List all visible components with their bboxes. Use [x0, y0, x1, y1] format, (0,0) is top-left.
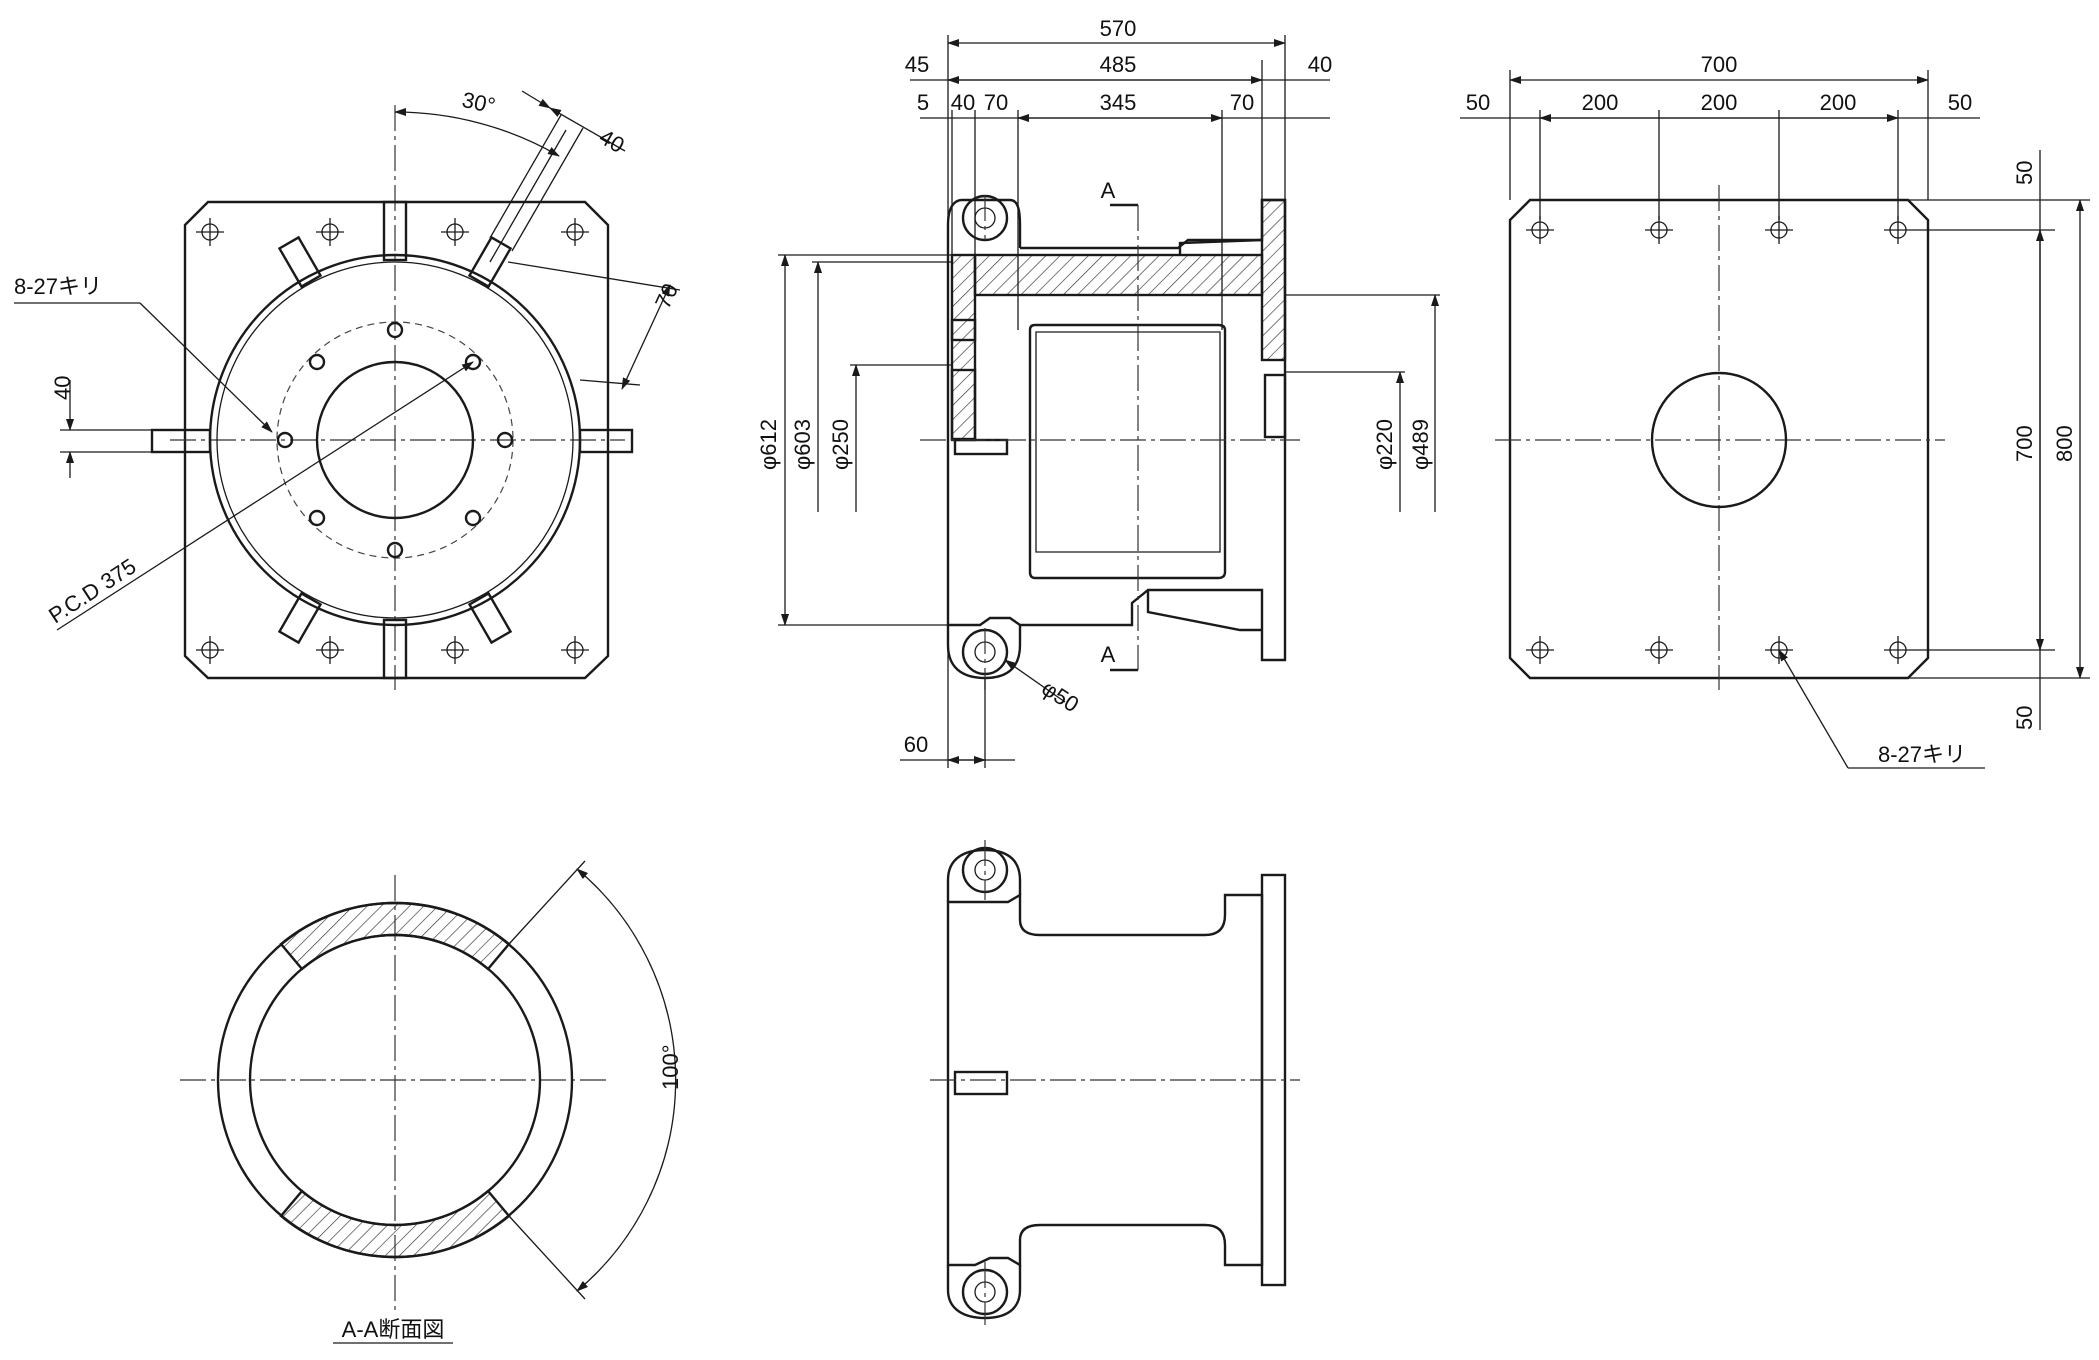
section-caption: A-A断面図 — [342, 1317, 445, 1342]
flange-edge-left: 50 — [1466, 90, 1490, 115]
flange-pitch-1: 200 — [1582, 90, 1619, 115]
flange-holes — [1526, 216, 1912, 664]
side-dia-bore: φ250 — [828, 419, 853, 470]
flange-pitch-2: 200 — [1701, 90, 1738, 115]
side-section-view: A A 570 45 485 40 5 40 70 345 70 φ612 — [756, 16, 1440, 768]
flange-view: 700 50 200 200 200 50 50 700 800 50 8-27… — [1460, 52, 2090, 769]
section-mark-bottom: A — [1101, 642, 1116, 667]
end-view: 8-27キリ 30° 40 70 40 P.C.D 375 — [14, 87, 683, 690]
side-body-length: 485 — [1100, 52, 1137, 77]
end-view-lug-offset: 70 — [650, 280, 683, 313]
side-eye-dia: φ50 — [1037, 675, 1083, 717]
flange-hole-span: 700 — [2012, 425, 2037, 462]
section-mark-top: A — [1101, 178, 1116, 203]
end-view-hole-callout: 8-27キリ — [14, 274, 102, 299]
flange-edge-bottom: 50 — [2012, 706, 2037, 730]
side-eye-offset: 60 — [904, 732, 928, 757]
end-view-angle: 30° — [460, 87, 498, 118]
side-dia-inner: φ603 — [790, 419, 815, 470]
side-dia-outer: φ612 — [756, 419, 781, 470]
end-view-lug-height: 40 — [50, 376, 75, 400]
side-seg-c: 70 — [984, 90, 1008, 115]
side-seg-b: 40 — [951, 90, 975, 115]
section-angle: 100° — [658, 1044, 683, 1090]
flange-overall-height: 800 — [2052, 425, 2077, 462]
flange-hole-callout: 8-27キリ — [1878, 742, 1966, 767]
end-view-pcd: P.C.D 375 — [44, 553, 140, 628]
side-flange-thickness: 40 — [1308, 52, 1332, 77]
flange-edge-top: 50 — [2012, 161, 2037, 185]
side-dia-flange: φ489 — [1408, 419, 1433, 470]
side-seg-a: 5 — [917, 90, 929, 115]
flange-overall-width: 700 — [1701, 52, 1738, 77]
end-view-lug-width: 40 — [595, 124, 629, 158]
side-left-offset: 45 — [905, 52, 929, 77]
mounting-holes — [196, 218, 589, 664]
side-seg-e: 70 — [1230, 90, 1254, 115]
flange-edge-right: 50 — [1948, 90, 1972, 115]
section-aa-view: 100° A-A断面図 — [180, 860, 683, 1344]
side-seg-d: 345 — [1100, 90, 1137, 115]
outer-side-view — [930, 840, 1300, 1325]
flange-pitch-3: 200 — [1820, 90, 1857, 115]
side-dia-flange-bore: φ220 — [1372, 419, 1397, 470]
side-overall-length: 570 — [1100, 16, 1137, 41]
